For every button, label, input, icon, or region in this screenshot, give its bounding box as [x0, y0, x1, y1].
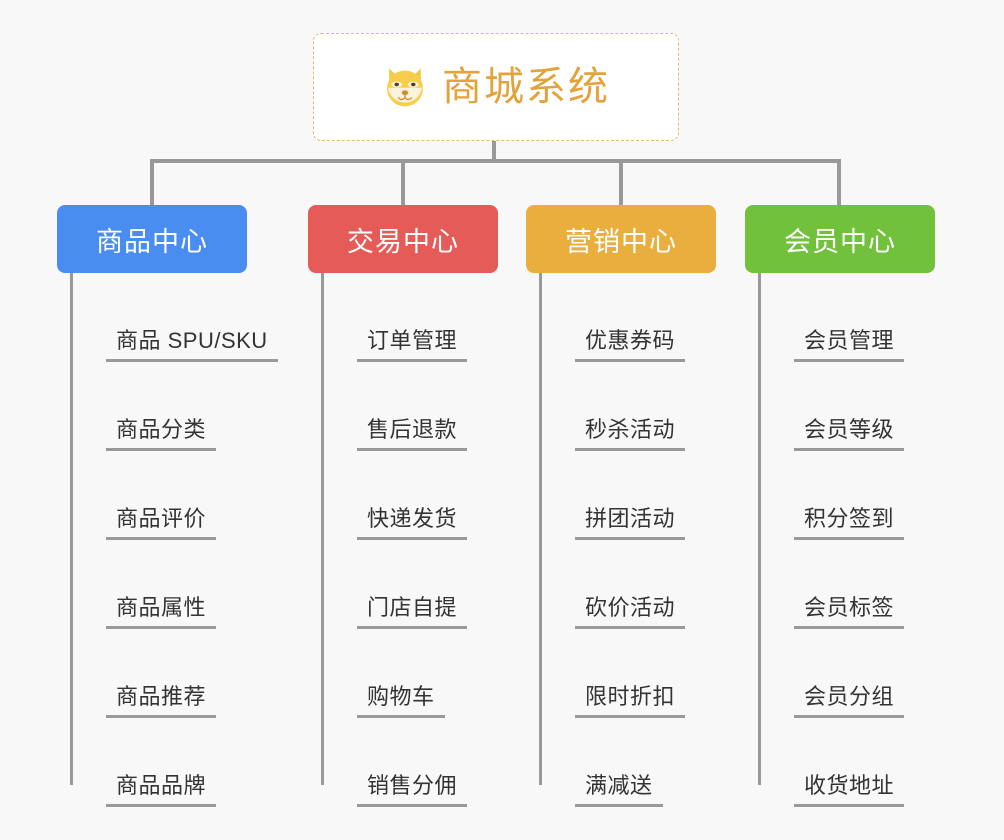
list-item[interactable]: 商品品牌 — [70, 718, 247, 807]
leaf-label: 快递发货 — [367, 505, 458, 531]
branch-spine — [758, 273, 761, 785]
leaf-label: 销售分佣 — [367, 772, 458, 798]
leaf-list-marketing: 优惠券码 秒杀活动 拼团活动 砍价活动 限时折扣 满减送 — [539, 273, 716, 807]
connector-root-stem — [492, 141, 496, 163]
leaf-label: 购物车 — [367, 683, 435, 709]
list-item[interactable]: 售后退款 — [321, 362, 498, 451]
leaf-label: 售后退款 — [367, 416, 458, 442]
root-title: 商城系统 — [442, 65, 610, 109]
list-item[interactable]: 商品评价 — [70, 451, 247, 540]
leaf-label: 会员管理 — [804, 327, 895, 353]
list-item[interactable]: 商品分类 — [70, 362, 247, 451]
branch-spine — [70, 273, 73, 785]
list-item[interactable]: 订单管理 — [321, 273, 498, 362]
category-header-product[interactable]: 商品中心 — [57, 205, 247, 273]
category-label: 商品中心 — [96, 226, 208, 257]
leaf-label: 会员等级 — [804, 416, 895, 442]
connector-drop-2 — [401, 159, 405, 207]
leaf-label: 砍价活动 — [585, 594, 676, 620]
list-item[interactable]: 满减送 — [539, 718, 716, 807]
leaf-label: 满减送 — [585, 772, 653, 798]
list-item[interactable]: 积分签到 — [758, 451, 935, 540]
category-label: 交易中心 — [347, 226, 459, 257]
list-item[interactable]: 购物车 — [321, 629, 498, 718]
category-header-marketing[interactable]: 营销中心 — [526, 205, 716, 273]
list-item[interactable]: 商品推荐 — [70, 629, 247, 718]
leaf-list-trade: 订单管理 售后退款 快递发货 门店自提 购物车 销售分佣 — [321, 273, 498, 807]
leaf-label: 拼团活动 — [585, 505, 676, 531]
leaf-label: 商品 SPU/SKU — [116, 327, 268, 353]
list-item[interactable]: 会员等级 — [758, 362, 935, 451]
category-header-trade[interactable]: 交易中心 — [308, 205, 498, 273]
leaf-label: 订单管理 — [367, 327, 458, 353]
category-label: 会员中心 — [784, 226, 896, 257]
list-item[interactable]: 拼团活动 — [539, 451, 716, 540]
connector-drop-3 — [619, 159, 623, 207]
list-item[interactable]: 砍价活动 — [539, 540, 716, 629]
leaf-list-product: 商品 SPU/SKU 商品分类 商品评价 商品属性 商品推荐 商品品牌 — [70, 273, 278, 807]
category-header-member[interactable]: 会员中心 — [745, 205, 935, 273]
connector-horizontal-bus — [150, 159, 840, 163]
connector-drop-1 — [150, 159, 154, 207]
root-node[interactable]: 商城系统 — [313, 33, 679, 141]
connector-drop-4 — [837, 159, 841, 207]
leaf-label: 积分签到 — [804, 505, 895, 531]
leaf-label: 秒杀活动 — [585, 416, 676, 442]
list-item[interactable]: 会员管理 — [758, 273, 935, 362]
leaf-list-member: 会员管理 会员等级 积分签到 会员标签 会员分组 收货地址 — [758, 273, 935, 807]
branch-column-trade: 交易中心 订单管理 售后退款 快递发货 门店自提 购物车 销售分佣 — [308, 205, 498, 807]
list-item[interactable]: 优惠券码 — [539, 273, 716, 362]
leaf-label: 优惠券码 — [585, 327, 676, 353]
leaf-label: 商品推荐 — [116, 683, 207, 709]
list-item[interactable]: 商品属性 — [70, 540, 247, 629]
leaf-label: 收货地址 — [804, 772, 895, 798]
list-item[interactable]: 秒杀活动 — [539, 362, 716, 451]
list-item[interactable]: 销售分佣 — [321, 718, 498, 807]
category-label: 营销中心 — [565, 226, 677, 257]
branch-column-product: 商品中心 商品 SPU/SKU 商品分类 商品评价 商品属性 商品推荐 商品品牌 — [57, 205, 278, 807]
branch-spine — [539, 273, 542, 785]
branch-spine — [321, 273, 324, 785]
list-item[interactable]: 商品 SPU/SKU — [70, 273, 278, 362]
list-item[interactable]: 限时折扣 — [539, 629, 716, 718]
leaf-label: 商品品牌 — [116, 772, 207, 798]
leaf-label: 会员分组 — [804, 683, 895, 709]
list-item[interactable]: 会员分组 — [758, 629, 935, 718]
leaf-label: 商品评价 — [116, 505, 207, 531]
leaf-label: 商品属性 — [116, 594, 207, 620]
branch-column-marketing: 营销中心 优惠券码 秒杀活动 拼团活动 砍价活动 限时折扣 满减送 — [526, 205, 716, 807]
list-item[interactable]: 会员标签 — [758, 540, 935, 629]
branch-column-member: 会员中心 会员管理 会员等级 积分签到 会员标签 会员分组 收货地址 — [745, 205, 935, 807]
leaf-label: 商品分类 — [116, 416, 207, 442]
leaf-label: 门店自提 — [367, 594, 458, 620]
leaf-label: 限时折扣 — [585, 683, 676, 709]
list-item[interactable]: 门店自提 — [321, 540, 498, 629]
list-item[interactable]: 收货地址 — [758, 718, 935, 807]
leaf-label: 会员标签 — [804, 594, 895, 620]
list-item[interactable]: 快递发货 — [321, 451, 498, 540]
shiba-dog-icon — [387, 68, 423, 107]
